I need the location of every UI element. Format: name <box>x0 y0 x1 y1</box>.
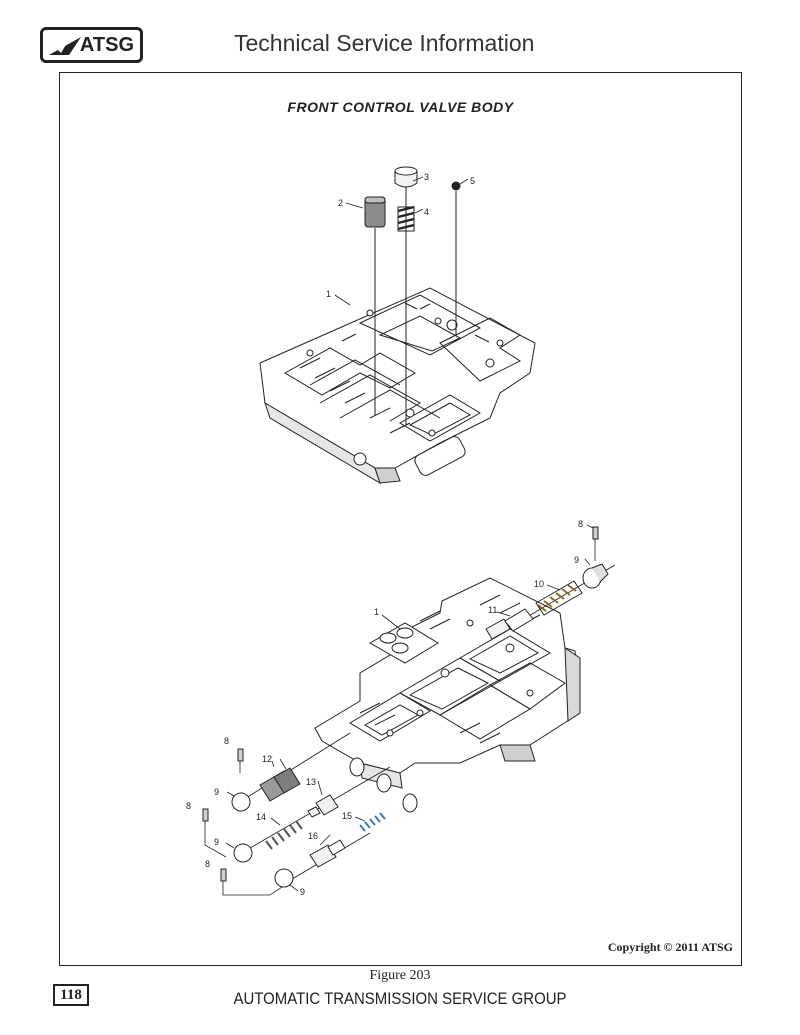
footer-company-name: AUTOMATIC TRANSMISSION SERVICE GROUP <box>233 989 567 1008</box>
atsg-logo: ATSG <box>40 27 143 63</box>
callout-1-lower: 1 <box>374 607 379 617</box>
plane-logo-icon <box>49 37 81 55</box>
callout-3: 3 <box>424 172 429 182</box>
copyright-notice: Copyright © 2011 ATSG <box>607 940 733 954</box>
callout-9-right: 9 <box>574 555 579 565</box>
page-number: 118 <box>53 984 89 1006</box>
callout-8-top-left: 8 <box>224 736 229 746</box>
callout-8-right: 8 <box>578 519 583 529</box>
diagram-title: FRONT CONTROL VALVE BODY <box>287 99 514 115</box>
lower-valve-body <box>314 577 581 813</box>
diagram-frame: 2 3 4 5 1 1 11 10 9 8 8 12 9 13 8 14 15 … <box>59 72 742 966</box>
callout-16: 16 <box>308 831 318 841</box>
callout-11: 11 <box>488 605 497 615</box>
logo-text: ATSG <box>79 33 134 56</box>
right-valve-train <box>485 526 616 640</box>
callout-8-mid-left: 8 <box>186 801 191 811</box>
upper-leader-lines <box>334 176 469 306</box>
callout-2: 2 <box>338 198 343 208</box>
callout-9-bottom-left: 9 <box>300 887 305 897</box>
callout-9-top-left: 9 <box>214 787 219 797</box>
callout-14: 14 <box>256 812 266 822</box>
exploded-view-diagram: 2 3 4 5 1 1 11 10 9 8 8 12 9 13 8 14 15 … <box>186 166 616 897</box>
callout-10: 10 <box>534 579 544 589</box>
callout-4: 4 <box>424 207 429 217</box>
callout-15: 15 <box>342 811 352 821</box>
callout-9-mid-left: 9 <box>214 837 219 847</box>
callout-12: 12 <box>262 754 272 764</box>
upper-exploded-parts <box>364 166 461 425</box>
callout-1-upper: 1 <box>326 289 331 299</box>
left-valve-train <box>202 732 391 896</box>
upper-valve-body <box>259 287 536 485</box>
callout-13: 13 <box>306 777 316 787</box>
callout-8-bottom-left: 8 <box>205 859 210 869</box>
page-header-title: Technical Service Information <box>234 30 535 56</box>
lower-leader-lines <box>225 524 594 892</box>
callout-5: 5 <box>470 176 475 186</box>
figure-caption: Figure 203 <box>369 968 431 983</box>
